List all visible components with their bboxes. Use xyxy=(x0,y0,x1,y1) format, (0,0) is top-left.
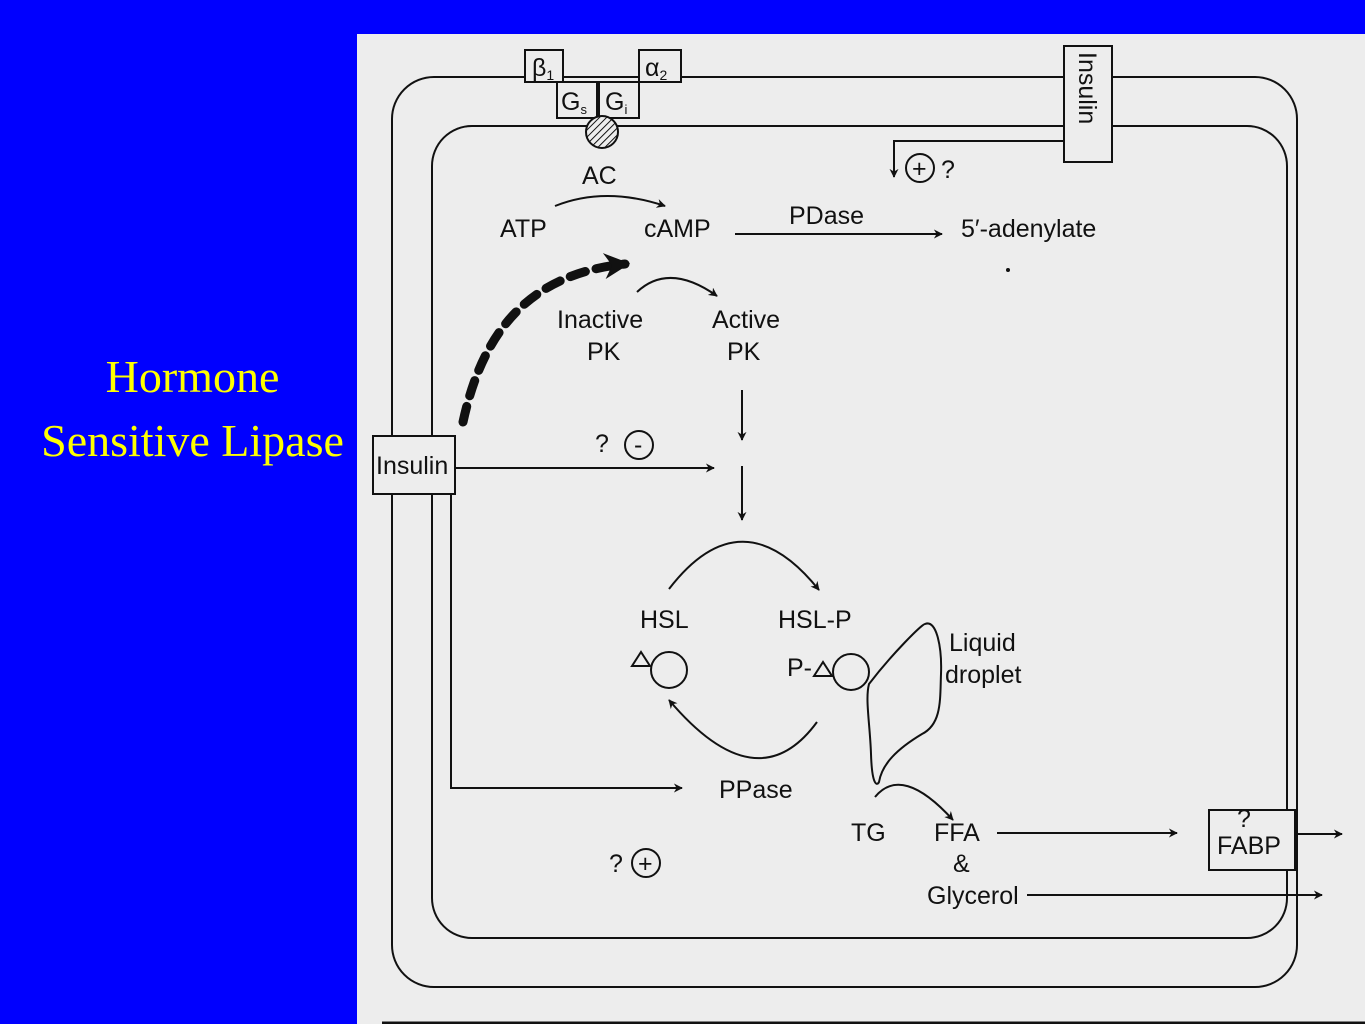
droplet-label-line1: Liquid xyxy=(949,629,1016,657)
fabp-label: FABP xyxy=(1217,832,1281,860)
inactive-pk-label-line1: Inactive xyxy=(557,306,643,334)
stimulation-plus-circle xyxy=(631,848,661,878)
stimulation-question: ? xyxy=(609,850,623,878)
hsl-p-triangle xyxy=(812,660,834,677)
insulin-stimulation-question: ? xyxy=(941,156,955,184)
camp-label: cAMP xyxy=(644,215,711,243)
alpha2-receptor-box xyxy=(638,49,682,83)
insulin-receptor-box xyxy=(1063,45,1113,163)
outer-cell-membrane xyxy=(391,76,1298,988)
fabp-question: ? xyxy=(1237,805,1251,833)
hsl-dephosphorylation-arrow xyxy=(668,699,818,760)
inhibition-minus-sign: - xyxy=(634,431,642,459)
ffa-label: FFA xyxy=(934,819,980,847)
hsl-regulation-diagram: β1 α2 Gs Gi Insulin + ? AC ATP cAMP PDas… xyxy=(372,45,1365,1024)
ac-label: AC xyxy=(582,162,617,190)
insulin-dashed-arrow xyxy=(458,253,631,427)
glycerol-label: Glycerol xyxy=(927,882,1019,910)
beta1-receptor-label: β1 xyxy=(532,54,554,83)
adenylate-cyclase-hatched-circle xyxy=(585,115,619,149)
atp-label: ATP xyxy=(500,215,547,243)
inhibition-minus-circle xyxy=(624,430,654,460)
gs-protein-box xyxy=(556,81,598,119)
ampersand-label: & xyxy=(953,850,970,878)
gi-protein-label: Gi xyxy=(605,88,627,117)
slide-title-line2: Sensitive Lipase xyxy=(41,415,344,466)
insulin-plus-sign: + xyxy=(912,155,927,183)
diagram-panel: β1 α2 Gs Gi Insulin + ? AC ATP cAMP PDas… xyxy=(357,34,1365,1024)
gi-protein-box xyxy=(598,81,640,119)
active-pk-label-line2: PK xyxy=(727,338,761,366)
active-pk-label-line1: Active xyxy=(712,306,780,334)
atp-to-camp-arrow xyxy=(554,195,666,208)
gs-protein-label: Gs xyxy=(561,88,587,117)
lipid-droplet-outline xyxy=(866,622,943,785)
stimulation-plus-sign: + xyxy=(638,850,653,878)
hsl-p-circle xyxy=(832,653,870,691)
insulin-plus-circle xyxy=(905,153,935,183)
insulin-box-label: Insulin xyxy=(376,452,448,480)
slide-title-line1: Hormone xyxy=(105,351,280,402)
hsl-phosphorylation-arrow xyxy=(668,540,820,591)
inhibition-question: ? xyxy=(595,430,609,458)
pk-activation-arrow xyxy=(636,277,718,297)
adenylate-label: 5′-adenylate xyxy=(961,215,1096,243)
insulin-receptor-label: Insulin xyxy=(1073,52,1101,124)
insulin-box xyxy=(372,435,456,495)
hsl-label: HSL xyxy=(640,606,689,634)
slide-title: Hormone Sensitive Lipase xyxy=(0,345,385,473)
hsl-p-label: HSL-P xyxy=(778,606,852,634)
stray-dot xyxy=(1006,268,1010,272)
pdase-label: PDase xyxy=(789,202,864,230)
hsl-triangle xyxy=(630,650,652,667)
fabp-box xyxy=(1208,809,1296,871)
beta1-receptor-box xyxy=(524,49,564,83)
droplet-label-line2: droplet xyxy=(945,661,1021,689)
tg-label: TG xyxy=(851,819,886,847)
insulin-ppase-arrow xyxy=(450,494,683,793)
inactive-pk-label-line2: PK xyxy=(587,338,621,366)
inner-cell-membrane xyxy=(431,125,1288,939)
ppase-label: PPase xyxy=(719,776,793,804)
hsl-circle xyxy=(650,651,688,689)
p-prefix-label: P- xyxy=(787,654,812,682)
insulin-receptor-arrow xyxy=(889,140,1064,178)
alpha2-receptor-label: α2 xyxy=(645,54,667,83)
tg-to-ffa-arrow xyxy=(874,783,954,821)
